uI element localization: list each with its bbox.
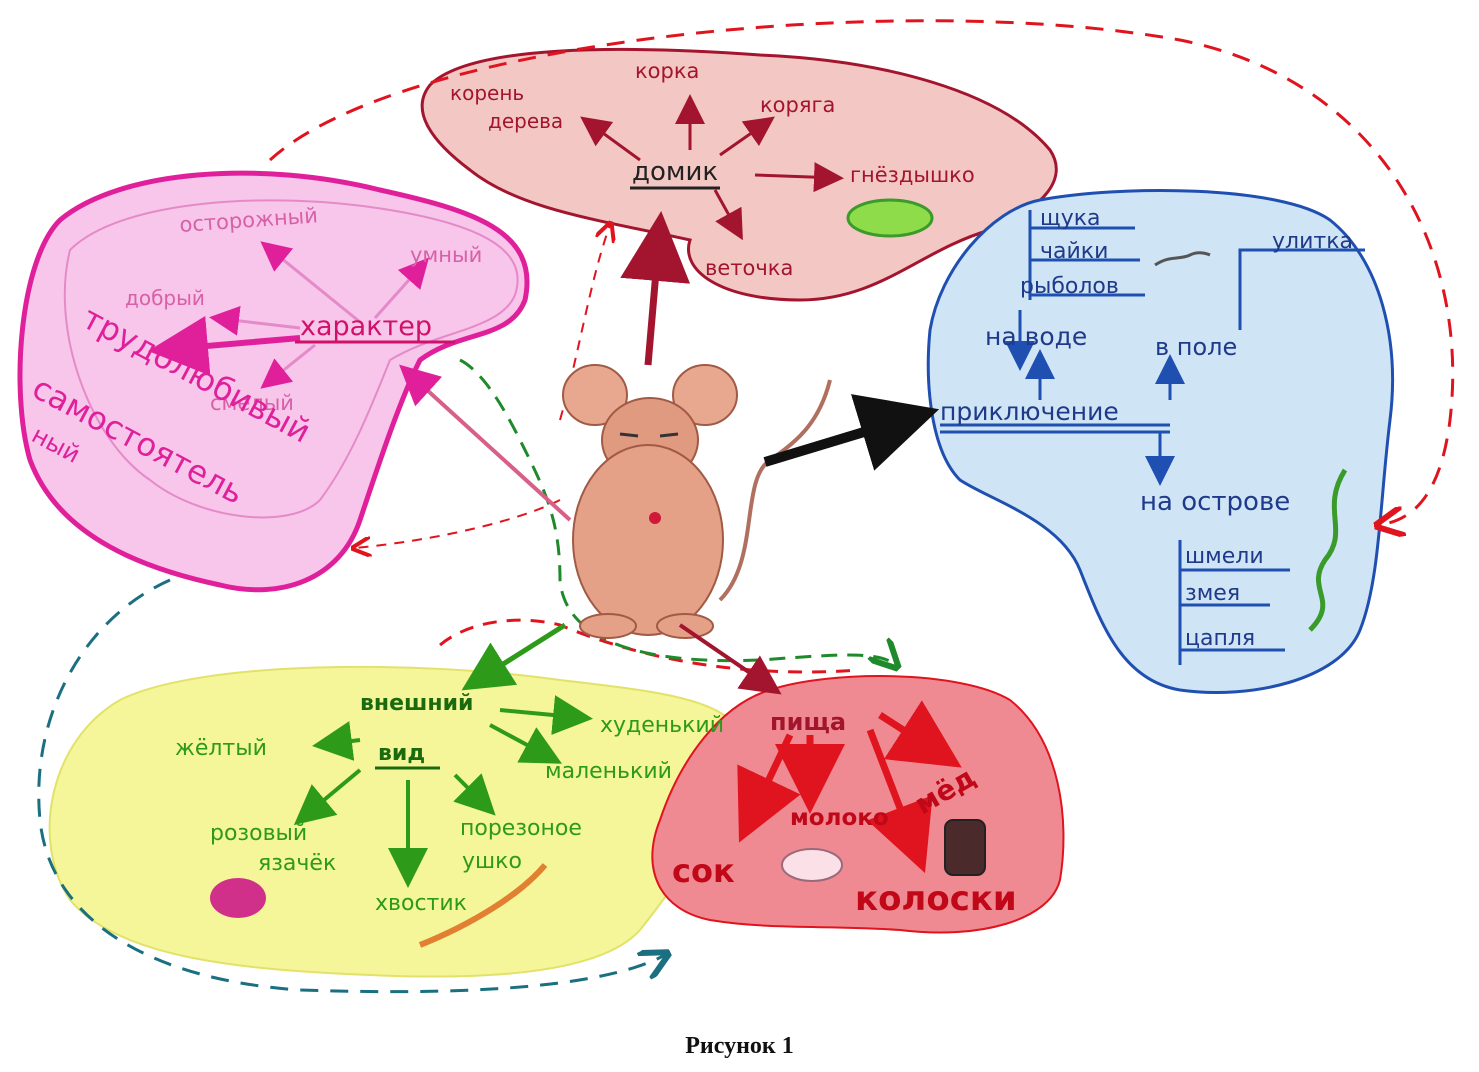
bird-drawing [1154,251,1211,267]
dashed-teal-left [37,578,665,994]
arrow-to-appearance [461,622,567,691]
mouse-right-ear [672,364,738,426]
adventure-field-snail: улитка [1272,229,1353,254]
appearance-arrows [293,695,593,888]
character-item-kind: добрый [125,286,205,310]
figure-caption: Рисунок 1 [685,1033,794,1059]
house-item-twig: веточка [705,256,793,280]
adventure-island-bumblebees: шмели [1185,544,1264,569]
dashed-green-loop [459,358,895,665]
appearance-item-tail: хвостик [375,891,467,916]
house-item-root: корень [450,81,524,105]
food-center-label: пища [770,708,846,736]
adventure-water-fisher: рыболов [1020,274,1119,299]
honey-jar-drawing [944,819,986,876]
nest-drawing [846,198,934,238]
appearance-center-line1: внешний [360,691,473,716]
house-arrows [580,94,844,241]
food-item-milk: молоко [790,805,889,831]
appearance-center-line2: вид [378,741,425,766]
appearance-item-small: маленький [545,759,672,784]
tongue-drawing [210,878,266,918]
appearance-item-pink: розовый [210,821,307,846]
mouse-eyes [619,432,679,438]
house-item-snag: коряга [760,93,835,117]
adventure-on-water: на воде [985,322,1087,351]
mouse-body [572,444,724,636]
dashed-red-bottom-loop [439,618,861,674]
arrow-to-adventure [763,394,940,471]
house-blob [420,47,1058,302]
mouse-left-foot [579,613,637,639]
arrow-to-character [399,364,572,522]
arrow-to-food [678,623,782,695]
food-item-juice: сок [672,852,735,890]
milk-bowl-drawing [781,848,843,882]
adventure-center-label: приключение [940,397,1119,426]
mouse-pendant [649,512,661,524]
character-item-brave: смелый [210,391,294,415]
adventure-island-heron: цапля [1185,626,1255,651]
tail-drawing [418,863,548,948]
house-item-bark: корка [635,59,699,83]
mouse-left-ear [562,364,628,426]
arrow-to-house [620,211,691,366]
character-blob [17,170,530,593]
adventure-on-island: на острове [1140,487,1290,517]
character-center-label: характер [300,311,432,342]
snake-drawing [1308,468,1348,632]
character-arrows [148,241,429,389]
food-item-ears: колоски [855,879,1017,919]
appearance-item-tongue: язачёк [258,851,336,876]
adventure-water-gulls: чайки [1040,239,1108,264]
mouse-illustration [562,364,832,639]
appearance-item-yellow: жёлтый [175,736,267,761]
character-item-smart: умный [410,243,482,267]
appearance-item-thin: худенький [600,713,724,738]
house-center-label: домик [632,157,718,187]
appearance-item-ear: ушко [462,849,522,874]
food-arrows [737,700,962,874]
adventure-water-pike: щука [1040,206,1101,231]
dashed-red-top [268,19,1455,525]
mouse-tail [718,379,832,602]
adventure-in-field: в поле [1155,333,1237,361]
adventure-lines [940,210,1365,665]
appearance-item-cut: порезоное [460,816,582,841]
house-item-tree: дерева [488,109,563,133]
house-item-nest: гнёздышко [850,163,975,187]
character-blob-inner [63,199,519,519]
dashed-red-thin-char [355,499,561,548]
adventure-island-snake: змея [1185,581,1240,606]
